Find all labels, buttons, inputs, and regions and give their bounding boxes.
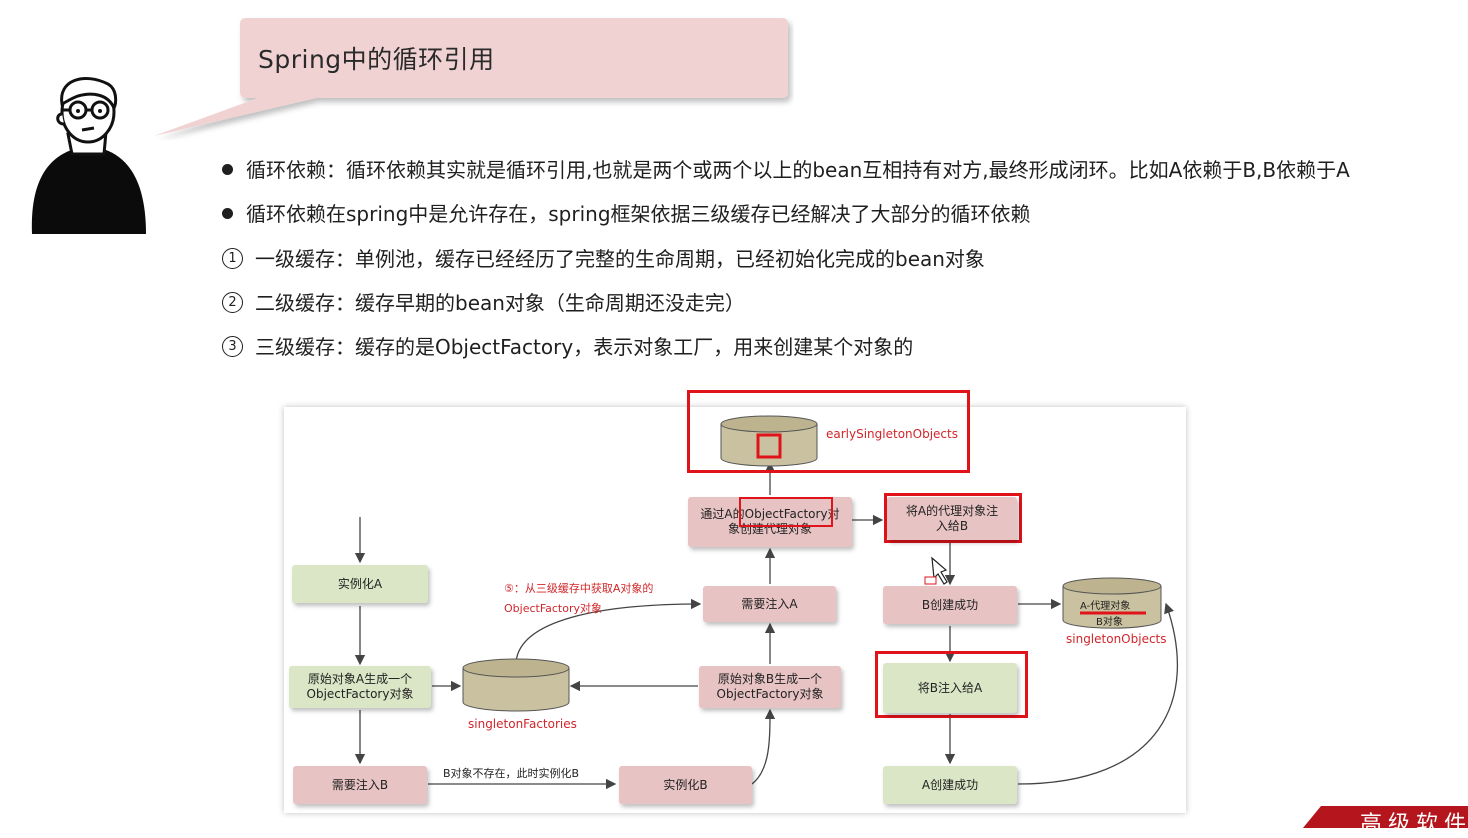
db-label-singleton-objects: singletonObjects — [1066, 632, 1167, 646]
highlight-inject-proxy — [884, 493, 1022, 543]
db-label-singleton-factories: singletonFactories — [468, 717, 577, 731]
node-instantiate-a: 实例化A — [292, 565, 428, 603]
brand-corner-banner — [1303, 806, 1468, 828]
slide-title: Spring中的循环引用 — [258, 45, 495, 74]
node-a-created: A创建成功 — [883, 766, 1017, 804]
number-badge: 2 — [222, 292, 243, 313]
bullet-circular-dependency: 循环依赖：循环依赖其实就是循环引用,也就是两个或两个以上的bean互相持有对方,… — [222, 154, 1350, 183]
annotation-b-not-exist: B对象不存在，此时实例化B — [443, 767, 580, 780]
node-factory-a: 原始对象A生成一个 ObjectFactory对象 — [289, 666, 431, 708]
annotation-step5-line1: ⑤：从三级缓存中获取A对象的 — [504, 582, 654, 595]
brand-corner-text: 高级软件 — [1360, 812, 1468, 837]
number-badge: 1 — [222, 248, 243, 269]
db-label-early-singleton: earlySingletonObjects — [826, 427, 958, 441]
annotation-step5-line2: ObjectFactory对象 — [504, 602, 603, 615]
node-create-proxy: 通过A的ObjectFactory对 象创建代理对象 — [688, 497, 852, 547]
presenter-avatar — [31, 77, 146, 234]
node-need-inject-b: 需要注入B — [293, 766, 427, 804]
title-callout — [154, 18, 788, 136]
node-factory-b: 原始对象B生成一个 ObjectFactory对象 — [699, 666, 841, 708]
node-inject-proxy: 将A的代理对象注 入给B — [887, 497, 1017, 540]
highlight-inject-b-into-a — [875, 651, 1028, 718]
highlight-objectfactory-text — [739, 497, 833, 527]
number-badge: 3 — [222, 336, 243, 357]
bullet-dot-icon — [222, 164, 233, 175]
bullet-dot-icon — [222, 208, 233, 219]
node-instantiate-b: 实例化B — [619, 766, 752, 804]
mouse-cursor-icon — [924, 556, 948, 585]
singleton-objects-db-icon — [1062, 577, 1162, 629]
highlight-early-singleton — [687, 390, 970, 473]
node-need-inject-a: 需要注入A — [703, 586, 836, 622]
bullet-spring-allows: 循环依赖在spring中是允许存在，spring框架依据三级缓存已经解决了大部分… — [222, 198, 1031, 227]
early-singleton-db-icon — [720, 415, 818, 467]
singleton-factories-db-icon — [462, 658, 570, 712]
node-inject-b-into-a: 将B注入给A — [883, 663, 1017, 713]
db-item-b-object: B对象 — [1096, 617, 1123, 628]
node-b-created: B创建成功 — [883, 586, 1017, 624]
db-item-a-proxy: A-代理对象 — [1080, 601, 1131, 612]
